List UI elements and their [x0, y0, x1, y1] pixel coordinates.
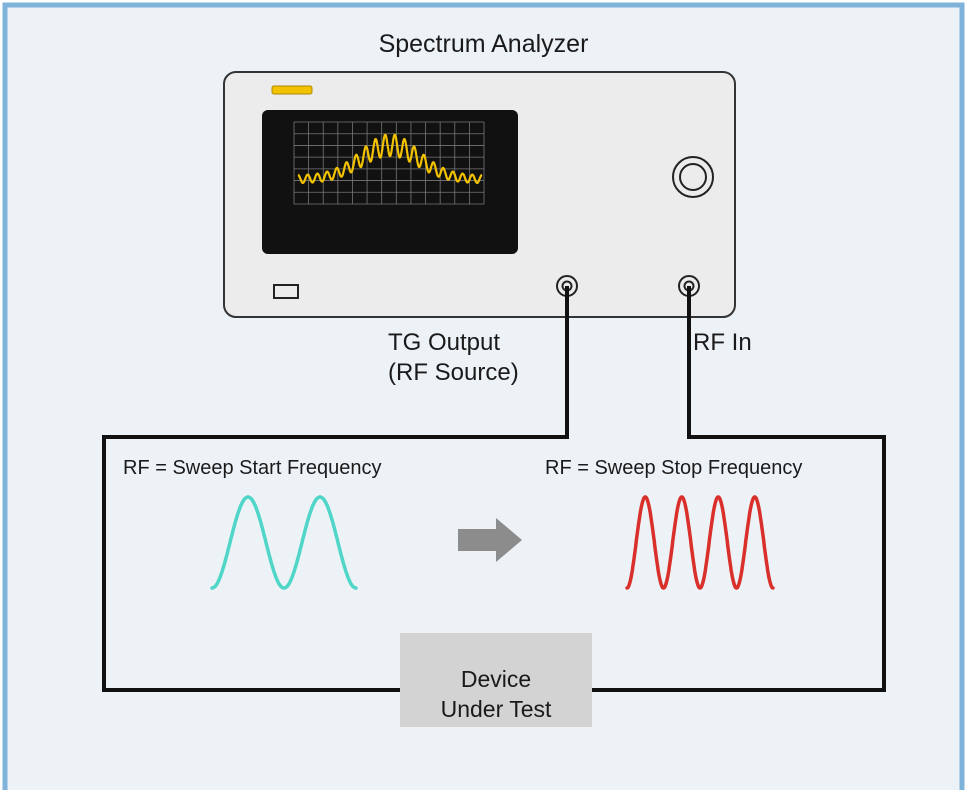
sweep-start-label: RF = Sweep Start Frequency [123, 457, 382, 479]
tg-output-sublabel: (RF Source) [388, 359, 519, 386]
knob-inner [679, 163, 707, 191]
screen-trace [297, 133, 483, 184]
status-indicator [271, 85, 313, 95]
dut-label-line1: Device [460, 666, 532, 692]
sweep-stop-label: RF = Sweep Stop Frequency [545, 457, 803, 479]
small-button-icon [273, 284, 299, 299]
screen-grid [293, 121, 485, 205]
analyzer-title: Spectrum Analyzer [378, 30, 589, 58]
dut-label-line2: Under Test [440, 696, 552, 722]
rf-in-label: RF In [693, 329, 752, 356]
stop-frequency-wave [625, 495, 775, 590]
rf-in-cable [592, 286, 886, 692]
sweep-arrow-icon [458, 518, 522, 562]
analyzer-screen [262, 110, 518, 254]
start-frequency-wave [210, 495, 358, 590]
tg-output-cable [102, 286, 569, 692]
tg-output-label: TG Output [388, 329, 501, 356]
dut-box [400, 633, 592, 727]
